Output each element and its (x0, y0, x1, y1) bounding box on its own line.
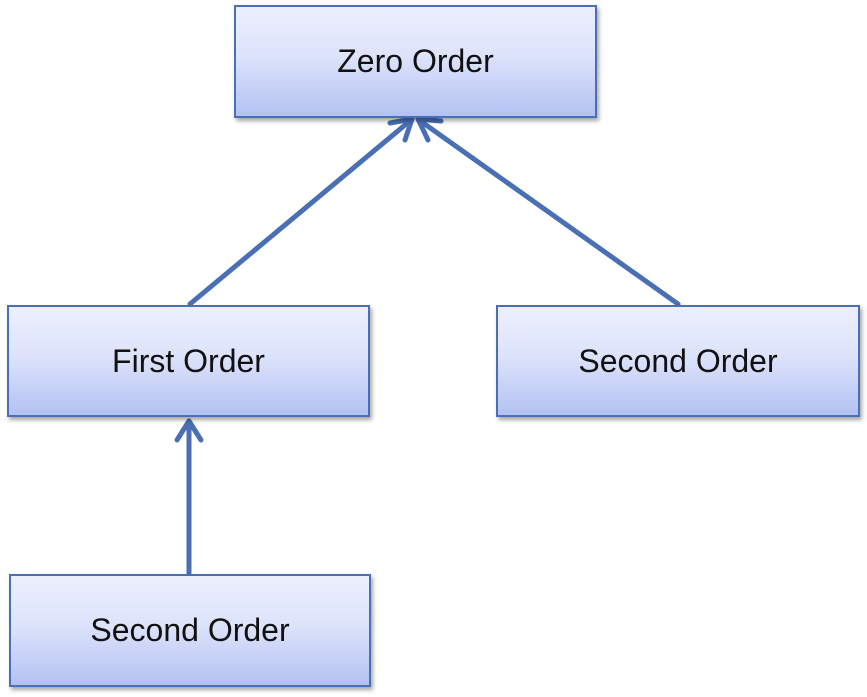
arrow-first-to-zero (187, 117, 414, 307)
node-zero-order-label: Zero Order (337, 43, 494, 79)
node-second-order-right-label: Second Order (578, 342, 778, 379)
node-zero-order: Zero Order (234, 5, 597, 118)
node-second-order-right: Second Order (496, 305, 860, 417)
arrowhead-second-bottom-to-first (174, 418, 204, 443)
arrow-second-right-to-zero (416, 117, 681, 307)
node-second-order-bottom: Second Order (9, 574, 371, 687)
node-first-order: First Order (7, 305, 370, 417)
node-second-order-bottom-label: Second Order (90, 612, 290, 648)
arrowhead-second-right-to-zero (415, 116, 444, 143)
arrowhead-first-to-zero (387, 116, 415, 143)
node-first-order-label: First Order (112, 342, 265, 379)
